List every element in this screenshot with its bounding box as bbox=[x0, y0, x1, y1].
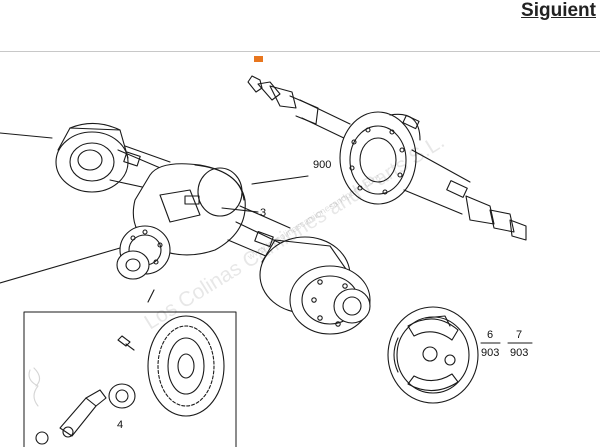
pinion-bearing bbox=[108, 383, 136, 409]
bolt bbox=[117, 335, 135, 351]
axle-housing-right bbox=[247, 75, 527, 241]
leader-line-mid bbox=[0, 247, 121, 284]
pinion-shaft bbox=[35, 389, 107, 445]
brake-assembly bbox=[387, 306, 479, 404]
next-page-link[interactable]: Siguient bbox=[521, 0, 596, 21]
label-part-900: 900 bbox=[313, 159, 331, 171]
label-frac-7-num: 7 bbox=[516, 329, 522, 341]
crown-wheel bbox=[147, 315, 225, 417]
header-divider bbox=[0, 51, 600, 52]
label-frac-6-den: 903 bbox=[481, 347, 499, 359]
axle-housing-left bbox=[55, 122, 371, 335]
detail-inset-frame bbox=[23, 311, 237, 447]
label-part-4: 4 bbox=[117, 419, 123, 431]
label-frac-6-num: 6 bbox=[487, 329, 493, 341]
leader-line-3 bbox=[221, 207, 259, 213]
leader-line-top bbox=[0, 132, 53, 139]
label-frac-7-den: 903 bbox=[510, 347, 528, 359]
accent-marker bbox=[254, 56, 263, 62]
leader-line-900 bbox=[251, 175, 309, 185]
leader-line-inset bbox=[147, 289, 155, 303]
watermark-seal bbox=[28, 367, 41, 407]
label-part-3: 3 bbox=[260, 207, 266, 219]
